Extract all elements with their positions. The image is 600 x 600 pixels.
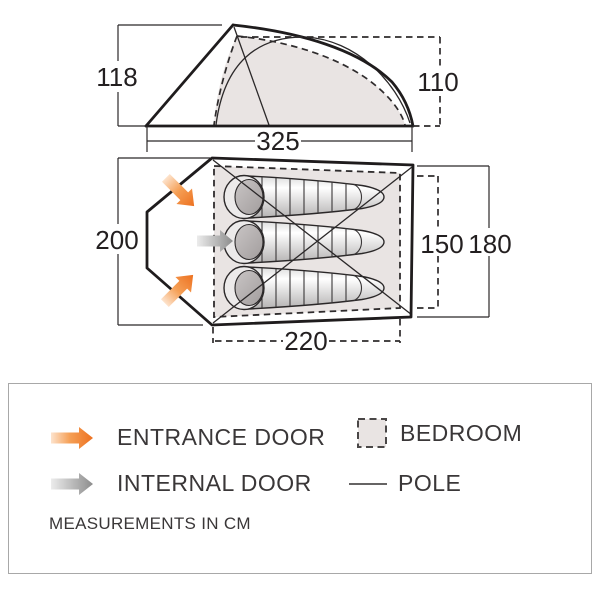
entrance-door-arrow-icon [51,426,93,449]
sleeping-bag-1 [223,174,385,220]
bedroom-swatch-icon [357,418,387,448]
dim-bedroom-length-label: 220 [284,326,327,356]
side-bedroom-profile-fill [214,36,405,125]
legend-internal-door: INTERNAL DOOR [51,470,312,497]
side-front-slope [144,23,235,128]
entrance-door-label: ENTRANCE DOOR [117,424,326,450]
pole-swatch-icon [349,482,387,485]
measurements-note: MEASUREMENTS IN CM [49,514,251,533]
tent-floor-plan: 200 150 180 [95,156,512,356]
internal-door-arrow-icon [197,230,233,252]
bedroom-label: BEDROOM [400,419,523,446]
entrance-door-arrow-bottom-icon [160,274,194,308]
internal-door-arrow-icon [51,472,93,495]
dim-plan-width-label: 200 [95,225,138,255]
dim-rear-height: 110 [241,36,459,127]
dim-bedroom-length: 220 [212,319,401,356]
side-pole-line [233,26,270,126]
dim-outer-depth: 180 [417,165,512,318]
internal-door-label: INTERNAL DOOR [117,470,312,496]
tent-side-view: 118 110 325 [96,23,459,156]
sleeping-bag-3 [223,265,385,311]
dim-length: 325 [146,126,413,156]
dim-front-height: 118 [96,24,222,127]
dim-inner-depth: 150 [417,175,464,309]
dim-length-label: 325 [256,126,299,156]
dim-plan-width: 200 [95,157,210,326]
dim-outer-depth-label: 180 [468,229,511,259]
legend-bedroom: BEDROOM [356,417,522,449]
plan-pole-lines [212,159,413,324]
tent-diagrams-canvas: 118 110 325 [95,23,512,356]
pole-label: POLE [398,470,462,496]
legend-box: ENTRANCE DOOR INTERNAL DOOR BEDROOM POLE… [8,383,592,574]
legend-entrance-door: ENTRANCE DOOR [51,424,325,451]
dim-rear-height-label: 110 [417,67,458,97]
dim-front-height-label: 118 [96,62,137,92]
entrance-door-arrow-top-icon [161,173,195,207]
side-inner-tent-front-dashed [213,35,238,126]
sleeping-bags [223,174,385,311]
dim-inner-depth-label: 150 [420,229,463,259]
side-rear-curve [231,23,415,128]
legend-pole: POLE [348,470,461,497]
plan-tent-outline [145,156,415,327]
side-inner-tent-rear-dashed [236,35,406,126]
